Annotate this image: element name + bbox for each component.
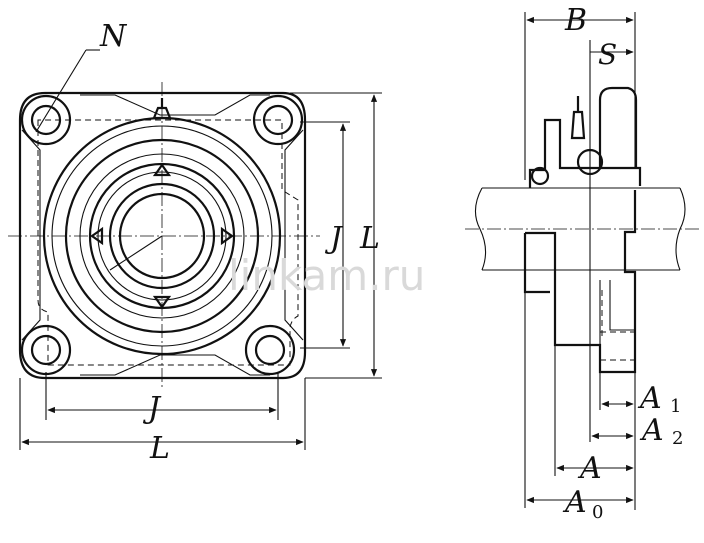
label-S: S — [598, 38, 617, 71]
bolt-hole-bottom-left — [20, 324, 72, 376]
side-view: B S A 1 A 2 A A 0 — [465, 3, 700, 523]
bearing-insert — [528, 118, 642, 188]
front-view: N J L J L — [8, 19, 382, 466]
label-A1: A — [637, 381, 662, 416]
watermark: linkam.ru — [228, 251, 425, 300]
bolt-hole-top-right — [252, 94, 304, 146]
flange-bevel — [21, 94, 304, 376]
label-A0-sub: 0 — [592, 502, 603, 523]
label-A0: A — [562, 485, 587, 520]
label-A1-sub: 1 — [670, 396, 681, 417]
label-J-horizontal: J — [142, 391, 162, 426]
hidden-outline — [37, 119, 299, 366]
label-L-vertical: L — [359, 221, 380, 256]
label-A: A — [577, 451, 602, 486]
housing-body — [525, 190, 637, 374]
label-A2: A — [639, 413, 664, 448]
lock-marks — [90, 163, 234, 309]
bolt-hole-bottom-right — [244, 324, 296, 376]
bolt-hole-top-left — [20, 94, 72, 146]
label-B: B — [564, 3, 587, 38]
label-L-horizontal: L — [149, 431, 170, 466]
grease-fitting — [570, 96, 586, 140]
label-N: N — [99, 19, 128, 54]
shaft — [474, 187, 686, 271]
label-A2-sub: 2 — [672, 428, 683, 449]
flange-outline — [18, 91, 307, 380]
